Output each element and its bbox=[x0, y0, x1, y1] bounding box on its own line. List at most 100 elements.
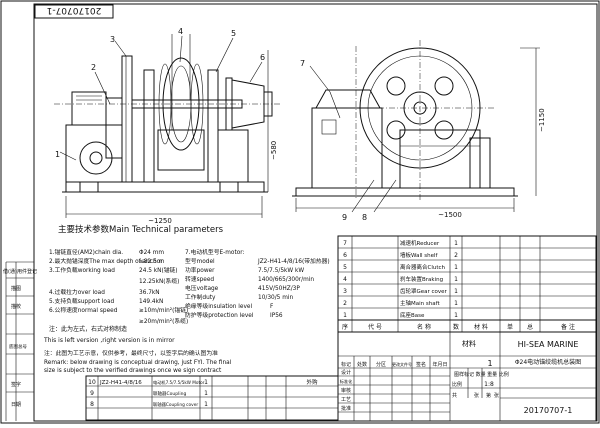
front-frame-left bbox=[143, 69, 155, 183]
param-support-load: 5.支持负载support load bbox=[49, 297, 115, 305]
part-5-no: 5 bbox=[343, 264, 347, 271]
front-gear-cover bbox=[121, 55, 133, 183]
remark-en-2: size is subject to the verified drawings… bbox=[44, 368, 222, 374]
front-callout-1: 1 bbox=[55, 150, 60, 159]
side-height-dim: ~1150 bbox=[538, 108, 546, 132]
front-main-shaft bbox=[131, 99, 243, 109]
front-height-dim: ~580 bbox=[270, 141, 278, 160]
param-protection-value: IP56 bbox=[270, 313, 283, 319]
side-width-dim: ~1500 bbox=[438, 211, 462, 219]
sheet-total-label: 共 bbox=[452, 392, 457, 399]
drawing-number-stamp: 20170707-1 bbox=[34, 4, 114, 19]
sign-signature: 签名 bbox=[416, 361, 426, 368]
param-rpm: 转速speed bbox=[185, 275, 214, 283]
border-label-1: 借(通)用件登记 bbox=[3, 268, 37, 275]
header-qty: 数 bbox=[453, 323, 459, 331]
side-callout-7: 7 bbox=[300, 59, 305, 68]
header-remark: 备 注 bbox=[561, 323, 575, 331]
part-7-name: 减速机Reducer bbox=[400, 239, 440, 247]
param-duty-value: 10/30/5 min bbox=[258, 295, 293, 301]
note-en: This is left version ,right version is i… bbox=[43, 337, 175, 344]
front-width-dim: ~1250 bbox=[148, 217, 172, 225]
part-10-remark: 外购 bbox=[306, 378, 318, 386]
param-support-load-value: 149.4kN bbox=[139, 299, 163, 305]
part-8-desc: 联轴器Coupling cover bbox=[153, 401, 198, 408]
front-callout-3: 3 bbox=[110, 35, 115, 44]
part-3-qty: 1 bbox=[454, 288, 458, 295]
part-6-qty: 2 bbox=[454, 252, 458, 259]
param-voltage-value: 415V/50HZ/3P bbox=[258, 286, 300, 292]
param-power-value: 7.5/7.5/5kW kW bbox=[258, 268, 304, 274]
param-speed-value-2: ≥20m/min²(系缆) bbox=[139, 317, 188, 325]
param-duty: 工作制duty bbox=[185, 293, 216, 301]
part-2-no: 2 bbox=[343, 300, 347, 307]
sign-mark: 标记 bbox=[341, 361, 351, 368]
remark-en-1: Remark: below drawing is conceptual draw… bbox=[44, 360, 232, 366]
company-name: HI-SEA MARINE bbox=[518, 340, 579, 349]
role-standard: 标准化 bbox=[340, 378, 353, 385]
front-view: 1 2 3 4 5 6 ~580 ~1250 bbox=[54, 27, 280, 225]
param-chain-dia: 1.锚链直径(AM2)chain dia. bbox=[49, 248, 123, 256]
front-callout-5: 5 bbox=[231, 29, 236, 38]
sign-count: 处数 bbox=[357, 361, 367, 368]
border-label-2: 描图 bbox=[11, 285, 21, 292]
title-block: 材料 HI-SEA MARINE 1 Φ24电动锚绞缆机总装图 图样标记 数量 … bbox=[337, 331, 597, 422]
param-power: 功率power bbox=[185, 266, 215, 274]
param-rpm-value: 1400/665/300r/min bbox=[258, 277, 314, 283]
part-8-qty: 1 bbox=[204, 401, 208, 408]
part-3-name: 齿轮罩Gear cover bbox=[400, 287, 448, 295]
header-unit: 单 bbox=[507, 323, 513, 331]
part-4-no: 4 bbox=[343, 276, 347, 283]
param-insulation: 绝缘等级insulation level bbox=[185, 302, 252, 310]
sign-date: 年月日 bbox=[432, 361, 447, 368]
part-4-name: 刹车装置Braking bbox=[400, 275, 443, 283]
parts-list-upper: 7 减速机Reducer 1 6 墙板Wall shelf 2 5 离合器离合C… bbox=[337, 235, 597, 333]
part-5-name: 离合器离合Clutch bbox=[400, 263, 446, 271]
sheet-total-unit: 张 bbox=[474, 392, 479, 399]
part-4-qty: 1 bbox=[454, 276, 458, 283]
param-chain-dia-value: Φ24 mm bbox=[139, 250, 164, 256]
border-label-5: 签字 bbox=[11, 381, 21, 388]
param-working-load: 3.工作负载working load bbox=[49, 266, 115, 274]
side-callout-9: 9 bbox=[342, 213, 347, 222]
part-1-name: 底座Base bbox=[400, 311, 425, 319]
part-6-no: 6 bbox=[343, 252, 347, 259]
sheet-index-unit: 张 bbox=[494, 392, 499, 399]
parts-list-lower: 10 JZ2-H41-4/8/16 电动机7.5/7.5/5kW Motor 1… bbox=[85, 375, 339, 421]
part-8-no: 8 bbox=[90, 401, 94, 408]
part-5-qty: 1 bbox=[454, 264, 458, 271]
quantity-value: 1 bbox=[487, 359, 492, 368]
front-frame-right bbox=[207, 69, 219, 183]
part-7-no: 7 bbox=[343, 240, 347, 247]
part-9-qty: 1 bbox=[204, 390, 208, 397]
part-10-desc: 电动机7.5/7.5/5kW Motor bbox=[153, 379, 205, 386]
technical-parameters: 主要技术参数Main Technical parameters 1.锚链直径(A… bbox=[43, 224, 330, 374]
role-approve: 批准 bbox=[341, 405, 351, 412]
header-name: 名 称 bbox=[417, 323, 431, 331]
scale-value: 1:8 bbox=[484, 381, 494, 388]
param-working-load-value-2: 12.25kN(系缆) bbox=[139, 277, 179, 285]
header-code: 代 号 bbox=[368, 323, 382, 331]
sign-change-doc: 更改文件号 bbox=[392, 361, 412, 367]
left-border-strip: 借(通)用件登记 描图 描校 底图总号 签字 日期 bbox=[3, 261, 37, 421]
side-callout-8: 8 bbox=[362, 213, 367, 222]
part-9-no: 9 bbox=[90, 390, 94, 397]
side-base bbox=[295, 187, 515, 197]
role-process: 工艺 bbox=[341, 397, 351, 403]
part-10-no: 10 bbox=[88, 379, 96, 386]
param-model: 型号model bbox=[185, 257, 215, 265]
front-motor-box bbox=[71, 91, 107, 126]
border-label-4: 底图总号 bbox=[9, 343, 27, 350]
front-callout-2: 2 bbox=[91, 63, 96, 72]
side-view: 7 8 9 ~1150 ~1500 bbox=[292, 40, 546, 222]
part-10-qty: 1 bbox=[204, 379, 208, 386]
front-callout-6: 6 bbox=[260, 53, 265, 62]
front-warping-head bbox=[231, 79, 265, 129]
front-brake bbox=[157, 129, 205, 171]
param-emotor: 7.电动机型号E-motor: bbox=[185, 248, 245, 256]
param-max-depth: 2.最大抛锚深度The max depth of anchor bbox=[49, 257, 163, 265]
part-10-code: JZ2-H41-4/8/16 bbox=[99, 380, 142, 386]
